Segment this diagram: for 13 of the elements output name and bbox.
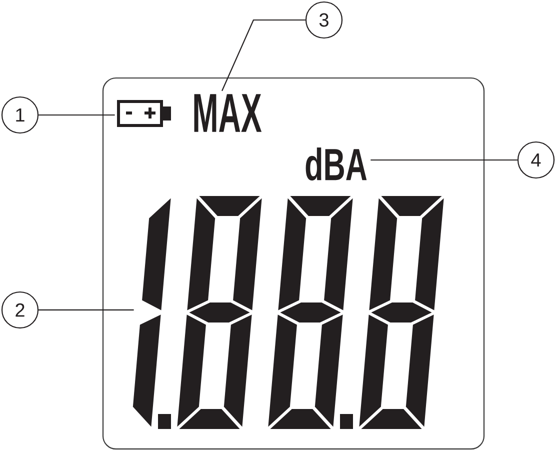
leader-line [370,159,518,161]
display-frame [102,77,485,450]
callout-number: 1 [1,96,39,134]
leader-line [222,19,306,92]
unit-text: dBA [306,147,367,181]
leader-line [38,309,134,311]
battery-icon [117,100,171,127]
indicator-text: MAX [194,94,262,132]
callout-number: 2 [1,291,39,329]
callout-number: 4 [517,141,555,179]
seven-segment-display [132,196,444,429]
leader-line [38,114,115,116]
callout-number: 3 [305,1,343,39]
